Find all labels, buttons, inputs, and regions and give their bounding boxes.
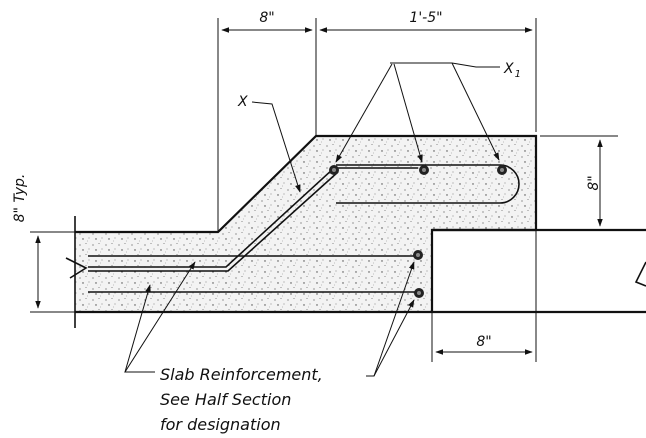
dim-left-vertical-text: 8" Typ. — [12, 174, 28, 223]
dimension-bottom — [431, 230, 537, 362]
note-line-3: for designation — [160, 415, 281, 434]
break-lines — [65, 216, 646, 328]
dim-top-right-text: 1'-5" — [409, 10, 442, 26]
label-x: X — [237, 94, 248, 110]
reinforcement-bars — [88, 164, 520, 293]
dim-right-vertical-text: 8" — [586, 175, 602, 190]
label-x1: X1 — [503, 61, 521, 80]
dim-top-left-text: 8" — [259, 10, 274, 26]
concrete-slab — [75, 134, 646, 314]
dimension-top — [217, 18, 537, 232]
leaders — [124, 62, 500, 377]
dim-bottom-right-text: 8" — [476, 334, 491, 350]
note-line-2: See Half Section — [160, 390, 291, 409]
dimension-right — [540, 135, 618, 227]
note-line-1: Slab Reinforcement, — [160, 365, 323, 384]
rebar-dots — [329, 165, 507, 298]
dimension-left — [30, 231, 75, 313]
